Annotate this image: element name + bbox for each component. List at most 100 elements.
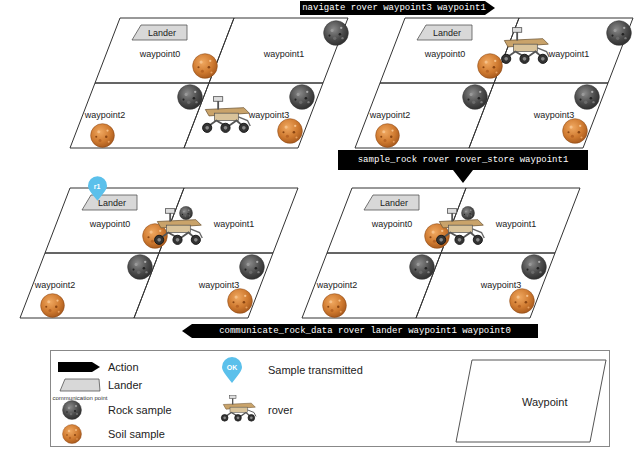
- lander-box: Lander: [364, 195, 419, 210]
- soil-symbol: [63, 425, 82, 444]
- soil-sample: [478, 54, 503, 79]
- soil-sample: [278, 119, 303, 144]
- action-arrow-shape: [338, 150, 588, 183]
- waypoint-cell-shape: [184, 83, 323, 148]
- waypoint-cell-shape: [159, 188, 298, 253]
- transmitted-symbol: [222, 357, 242, 383]
- waypoint-label: waypoint1: [549, 50, 590, 59]
- waypoint-label: waypoint1: [496, 220, 537, 229]
- rock-sample: [324, 21, 349, 46]
- action-symbol: [58, 362, 100, 372]
- marker-label: OK: [227, 364, 238, 371]
- waypoint-symbol: [456, 360, 606, 442]
- waypoint-label: waypoint2: [317, 281, 358, 290]
- lander-box: Lander: [132, 25, 187, 40]
- rock-sample: [178, 85, 203, 110]
- action-arrow: communicate_rock_data rover lander waypo…: [182, 324, 538, 338]
- legend-label: Waypoint: [522, 397, 567, 408]
- action-label: communicate_rock_data rover lander waypo…: [219, 327, 511, 336]
- rover: [203, 97, 251, 133]
- lander-box: Lander: [417, 25, 472, 40]
- waypoint-cell: waypoint3: [134, 253, 273, 318]
- waypoint-cell: waypoint1: [441, 188, 580, 253]
- waypoint-label: waypoint1: [264, 50, 305, 59]
- rock-sample: [575, 85, 600, 110]
- waypoint-cell: waypoint3: [184, 83, 323, 148]
- waypoint-label: waypoint3: [199, 281, 240, 290]
- rock-sample: [179, 206, 192, 219]
- legend-note: communication point: [52, 395, 107, 401]
- rock-sample: [522, 255, 547, 280]
- action-arrow-shape: [300, 1, 495, 15]
- rock-sample: [410, 255, 435, 280]
- rover: [155, 209, 203, 245]
- legend-box: [51, 351, 610, 447]
- action-arrow: navigate rover waypoint3 waypoint1: [300, 1, 495, 15]
- waypoint-cell-shape: [469, 83, 608, 148]
- legend-label: Rock sample: [108, 405, 172, 416]
- soil-sample: [91, 124, 115, 148]
- action-arrow-shape: [182, 324, 538, 338]
- action-label: sample_rock rover rover_store waypoint1: [358, 156, 569, 165]
- lander-box-shape: [82, 195, 137, 210]
- soil-sample: [425, 224, 450, 249]
- lander-label: Lander: [433, 28, 461, 37]
- lander-label: Lander: [98, 198, 126, 207]
- soil-sample: [228, 289, 253, 314]
- waypoint-cell-shape: [494, 18, 633, 83]
- soil-sample: [376, 124, 400, 148]
- soil-sample: [193, 54, 218, 79]
- rock-sample: [461, 206, 474, 219]
- waypoint-cell: waypoint1: [494, 18, 633, 83]
- lander-box: Lander: [82, 195, 137, 210]
- soil-sample: [323, 294, 347, 318]
- legend-label: Soil sample: [108, 429, 165, 440]
- legend-label: rover: [268, 405, 293, 416]
- waypoint-label: waypoint0: [425, 50, 466, 59]
- lander-box-shape: [132, 25, 187, 40]
- action-arrow: sample_rock rover rover_store waypoint1: [338, 150, 588, 183]
- lander-box-shape: [364, 195, 419, 210]
- soil-sample: [41, 294, 65, 318]
- lander-box-shape: [417, 25, 472, 40]
- waypoint-cell: waypoint3: [416, 253, 555, 318]
- rock-symbol: [63, 401, 82, 420]
- rock-sample: [290, 85, 315, 110]
- rock-sample: [240, 255, 265, 280]
- waypoint-cell-shape: [209, 18, 348, 83]
- soil-sample: [143, 224, 168, 249]
- legend-label: Action: [108, 362, 139, 373]
- soil-sample: [563, 119, 588, 144]
- waypoint-label: waypoint3: [249, 111, 290, 120]
- waypoint-label: waypoint0: [372, 220, 413, 229]
- waypoint-cell-shape: [134, 253, 273, 318]
- rover: [502, 28, 550, 64]
- legend-label: Sample transmitted: [268, 365, 363, 376]
- soil-sample: [510, 289, 535, 314]
- waypoint-label: waypoint2: [85, 111, 126, 120]
- waypoint-label: waypoint2: [35, 281, 76, 290]
- legend-label: Lander: [108, 380, 142, 391]
- waypoint-label: waypoint3: [534, 111, 575, 120]
- rock-sample: [128, 255, 153, 280]
- lander-label: Lander: [148, 28, 176, 37]
- waypoint-cell: waypoint1: [209, 18, 348, 83]
- transmitted-marker: [88, 176, 107, 201]
- waypoint-cell: waypoint1: [159, 188, 298, 253]
- lander-symbol: [60, 379, 100, 391]
- waypoint-label: waypoint3: [481, 281, 522, 290]
- rock-sample: [463, 85, 488, 110]
- waypoint-label: waypoint0: [90, 220, 131, 229]
- waypoint-label: waypoint2: [370, 111, 411, 120]
- rover-symbol: [221, 395, 256, 421]
- lander-label: Lander: [380, 198, 408, 207]
- waypoint-cell: waypoint3: [469, 83, 608, 148]
- waypoint-cell-shape: [441, 188, 580, 253]
- rock-sample: [607, 21, 632, 46]
- rover: [437, 209, 485, 245]
- waypoint-label: waypoint0: [140, 50, 181, 59]
- waypoint-cell-shape: [416, 253, 555, 318]
- waypoint-label: waypoint1: [214, 220, 255, 229]
- action-label: navigate rover waypoint3 waypoint1: [302, 4, 486, 13]
